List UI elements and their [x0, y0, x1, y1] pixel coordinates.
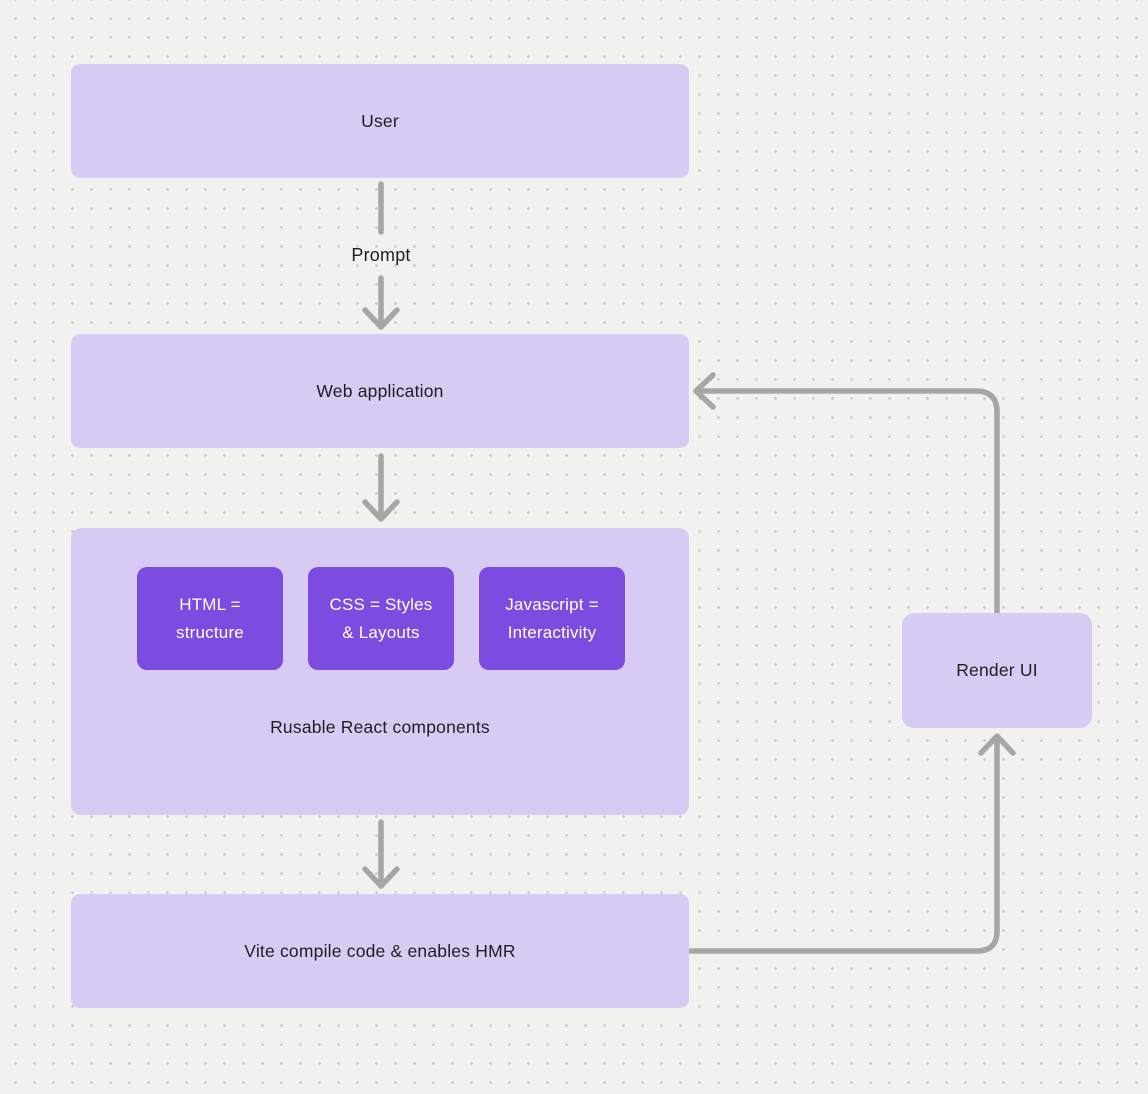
- components-group-caption: Rusable React components: [270, 717, 490, 737]
- node-user-label: User: [361, 110, 399, 131]
- arrowhead-down-icon: [362, 499, 400, 522]
- node-html[interactable]: HTML = structure: [137, 567, 283, 670]
- node-web-application[interactable]: Web application: [71, 334, 689, 448]
- arrowhead-left-icon: [693, 372, 716, 410]
- edge-vite-to-render[interactable]: [686, 733, 1016, 954]
- edge-components-to-vite[interactable]: [362, 819, 400, 889]
- node-css-label: CSS = Styles & Layouts: [329, 594, 433, 642]
- arrowhead-down-icon: [362, 307, 400, 330]
- node-components-group[interactable]: HTML = structure CSS = Styles & Layouts …: [71, 528, 689, 815]
- edge-segment[interactable]: [693, 388, 1000, 616]
- edge-label-prompt: Prompt: [351, 245, 411, 265]
- node-css[interactable]: CSS = Styles & Layouts: [308, 567, 454, 670]
- node-render-ui-label: Render UI: [956, 660, 1038, 680]
- edge-webapp-to-components[interactable]: [362, 453, 400, 522]
- edge-user-to-webapp[interactable]: [362, 181, 400, 330]
- arrowhead-up-icon: [978, 733, 1016, 756]
- node-web-application-label: Web application: [316, 380, 444, 401]
- edge-render-to-webapp[interactable]: [693, 372, 1000, 616]
- node-vite[interactable]: Vite compile code & enables HMR: [71, 894, 689, 1008]
- node-vite-label: Vite compile code & enables HMR: [244, 940, 516, 961]
- node-user[interactable]: User: [71, 64, 689, 178]
- node-html-label: HTML = structure: [176, 594, 244, 642]
- node-javascript[interactable]: Javascript = Interactivity: [479, 567, 625, 670]
- node-javascript-label: Javascript = Interactivity: [505, 594, 599, 642]
- arrowhead-down-icon: [362, 866, 400, 889]
- edge-segment[interactable]: [686, 734, 1000, 954]
- node-render-ui[interactable]: Render UI: [902, 613, 1092, 728]
